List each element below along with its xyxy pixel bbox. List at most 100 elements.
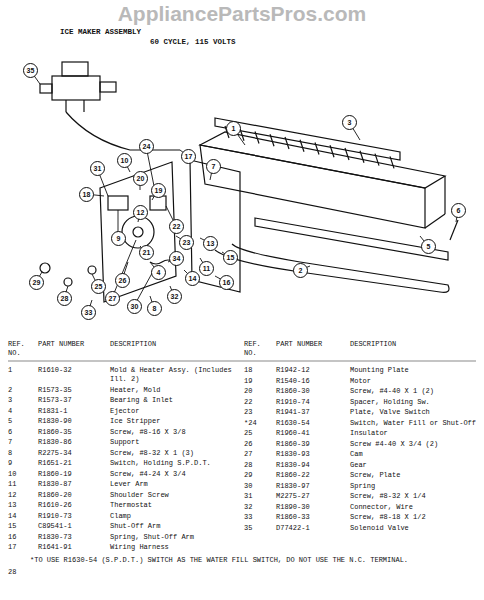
table-cell: R1651-21 <box>38 459 100 468</box>
callout-number: 1 <box>226 121 241 136</box>
table-cell: 33 <box>244 513 272 522</box>
callout-number: 4 <box>151 265 166 280</box>
ejector-blade <box>390 156 394 168</box>
mounting-plate <box>100 162 176 302</box>
water-fill-switch <box>150 196 166 210</box>
table-cell: Plate, Valve Switch <box>350 408 478 417</box>
table-cell: 32 <box>244 503 272 512</box>
callout-number: 14 <box>185 271 200 286</box>
callout-number: 33 <box>81 305 96 320</box>
ejector-blade <box>330 145 334 157</box>
table-cell: 10 <box>8 470 34 479</box>
table-cell: Shoulder Screw <box>110 491 234 500</box>
table-cell: R1830-93 <box>276 450 342 459</box>
table-rule <box>8 361 476 362</box>
table-cell: Ice Stripper <box>110 417 234 426</box>
callout-number: 23 <box>179 235 194 250</box>
cam <box>133 227 143 237</box>
table-cell: 5 <box>8 417 34 426</box>
table-cell: 28 <box>244 461 272 470</box>
screw <box>88 266 96 274</box>
table-cell: Spacer, Holding Sw. <box>350 398 478 407</box>
table-cell: R1860-35 <box>38 428 100 437</box>
table-cell: R1890-30 <box>276 503 342 512</box>
table-cell: Screw, #4-24 X 3/4 <box>110 470 234 479</box>
table-cell: R1630-54 <box>276 419 342 428</box>
callout-number: 12 <box>133 205 148 220</box>
table-cell: Clamp <box>110 512 234 521</box>
ejector-blade <box>285 137 289 149</box>
mold <box>200 145 425 228</box>
table-cell: R1830-73 <box>38 533 100 542</box>
callout-number: 34 <box>169 251 184 266</box>
table-cell: Spring, Shut-Off Arm <box>110 533 234 542</box>
callout-number: 11 <box>199 261 214 276</box>
screw <box>450 220 458 240</box>
table-cell: R1610-26 <box>38 501 100 510</box>
callout-number: 31 <box>90 161 105 176</box>
callout-number: 28 <box>57 291 72 306</box>
callout-number: 29 <box>29 275 44 290</box>
table-cell: Insulator <box>350 429 478 438</box>
table-cell: 6 <box>8 428 34 437</box>
callout-number: 17 <box>181 149 196 164</box>
table-cell: DESCRIPTION <box>110 340 156 349</box>
table-cell: *24 <box>244 419 272 428</box>
table-cell: Heater, Mold <box>110 386 234 395</box>
mold-edge <box>425 214 445 228</box>
callout-number: 19 <box>151 183 166 198</box>
table-cell: R1830-86 <box>38 438 100 447</box>
page-header: 60 CYCLE, 115 VOLTS <box>150 38 236 47</box>
table-cell: Screw, Plate <box>350 471 478 480</box>
valve-body <box>52 76 100 100</box>
table-cell: Ejector <box>110 407 234 416</box>
valve-terminal <box>83 100 84 112</box>
table-cell: Thermostat <box>110 501 234 510</box>
screw <box>64 278 72 286</box>
mold-top <box>200 132 445 188</box>
table-cell: 15 <box>8 522 34 531</box>
table-cell: R1910-73 <box>38 512 100 521</box>
table-cell: 27 <box>244 450 272 459</box>
table-cell: Mold & Heater Assy. (Includes Ill. 2) <box>110 366 234 384</box>
table-cell: Screw, #8-32 X 1 (3) <box>110 449 234 458</box>
table-cell: 16 <box>8 533 34 542</box>
callout-number: 15 <box>223 250 238 265</box>
table-cell: R1860-22 <box>276 471 342 480</box>
table-cell: Switch, Water Fill or Shut-Off <box>350 419 478 428</box>
table-cell: 12 <box>8 491 34 500</box>
ejector-blade <box>300 140 304 152</box>
table-cell: 14 <box>8 512 34 521</box>
table-cell: R1830-87 <box>38 480 100 489</box>
table-cell: 22 <box>244 398 272 407</box>
table-cell: 30 <box>244 482 272 491</box>
table-cell: 20 <box>244 387 272 396</box>
table-cell: 29 <box>244 471 272 480</box>
callout-number: 18 <box>79 187 94 202</box>
table-cell: 4 <box>8 407 34 416</box>
table-cell: Support <box>110 438 234 447</box>
heater <box>215 244 449 292</box>
callout-number: 32 <box>167 289 182 304</box>
table-cell: R1641-91 <box>38 543 100 552</box>
valve-inlet <box>40 84 52 93</box>
ejector-teeth <box>225 126 394 168</box>
valve-outlet <box>100 82 116 92</box>
table-cell: R1830-90 <box>38 417 100 426</box>
callout-number: 9 <box>111 231 126 246</box>
page-header: ICE MAKER ASSEMBLY <box>60 28 141 37</box>
table-cell: R1941-37 <box>276 408 342 417</box>
table-cell: R1860-20 <box>38 491 100 500</box>
table-cell: Connector, Wire <box>350 503 478 512</box>
table-cell: R1960-41 <box>276 429 342 438</box>
callout-number: 25 <box>91 279 106 294</box>
table-cell: Screw, #4-40 X 1 (2) <box>350 387 478 396</box>
callout-number: 21 <box>139 245 154 260</box>
table-cell: 35 <box>244 524 272 533</box>
table-cell: R1860-19 <box>38 470 100 479</box>
valve-coil <box>62 62 88 76</box>
table-cell: R1610-32 <box>38 366 100 375</box>
callout-number: 8 <box>147 301 162 316</box>
table-cell: Screw, #8-16 X 3/8 <box>110 428 234 437</box>
